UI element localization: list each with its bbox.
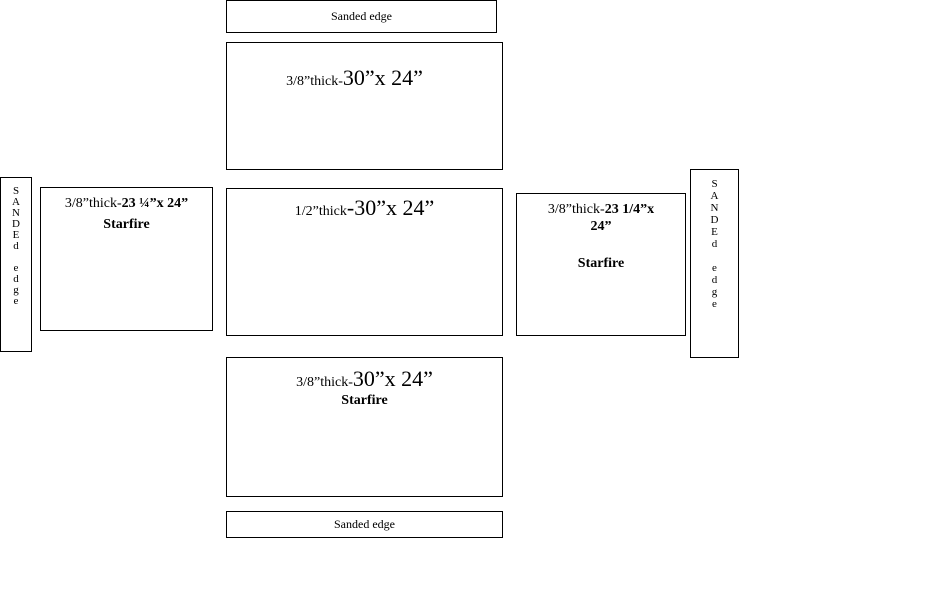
bottom-sanded-edge-label: Sanded edge <box>334 517 395 531</box>
bottom-panel-material: Starfire <box>341 393 388 408</box>
left-sanded-edge-label: S A N D E d e d g e <box>12 185 20 307</box>
left-panel-thickness: 3/8”thick- <box>64 196 122 211</box>
top-sanded-edge-label: Sanded edge <box>331 9 392 23</box>
right-panel: 3/8”thick-23 1/4”x 24” Starfire <box>516 193 686 336</box>
bottom-panel-size: 30”x 24” <box>352 366 433 391</box>
center-panel-dimensions: 1/2”thick-30”x 24” <box>227 197 502 221</box>
right-panel-size-line2: 24” <box>590 219 612 234</box>
right-sanded-edge-label: S A N D E d e d g e <box>710 178 719 310</box>
left-sanded-edge-strip: S A N D E d e d g e <box>0 177 32 352</box>
right-panel-size-line1: 23 1/4”x <box>604 202 655 217</box>
top-sanded-edge-strip: Sanded edge <box>226 0 497 33</box>
top-panel-dimensions: 3/8”thick-30”x 24” <box>207 67 502 91</box>
left-panel-material: Starfire <box>103 217 150 232</box>
bottom-panel-thickness: 3/8”thick- <box>296 375 353 390</box>
bottom-sanded-edge-strip: Sanded edge <box>226 511 503 538</box>
bottom-panel: 3/8”thick-30”x 24” Starfire <box>226 357 503 497</box>
bottom-panel-dimensions: 3/8”thick-30”x 24” <box>227 368 502 392</box>
right-panel-material: Starfire <box>577 256 625 271</box>
right-sanded-edge-strip: S A N D E d e d g e <box>690 169 739 358</box>
top-panel-thickness: 3/8”thick- <box>286 74 343 89</box>
left-panel-dimensions: 3/8”thick-23 ¼”x 24” <box>41 195 212 213</box>
center-panel-size: -30”x 24” <box>346 195 435 220</box>
left-panel-size: 23 ¼”x 24” <box>121 196 189 211</box>
right-panel-dimensions-line1: 3/8”thick-23 1/4”x <box>517 200 685 219</box>
left-panel: 3/8”thick-23 ¼”x 24” Starfire <box>40 187 213 331</box>
top-panel-size: 30”x 24” <box>342 65 423 90</box>
center-panel: 1/2”thick-30”x 24” <box>226 188 503 336</box>
right-panel-thickness: 3/8”thick- <box>547 202 605 217</box>
center-panel-thickness: 1/2”thick <box>294 204 347 219</box>
top-panel: 3/8”thick-30”x 24” <box>226 42 503 170</box>
